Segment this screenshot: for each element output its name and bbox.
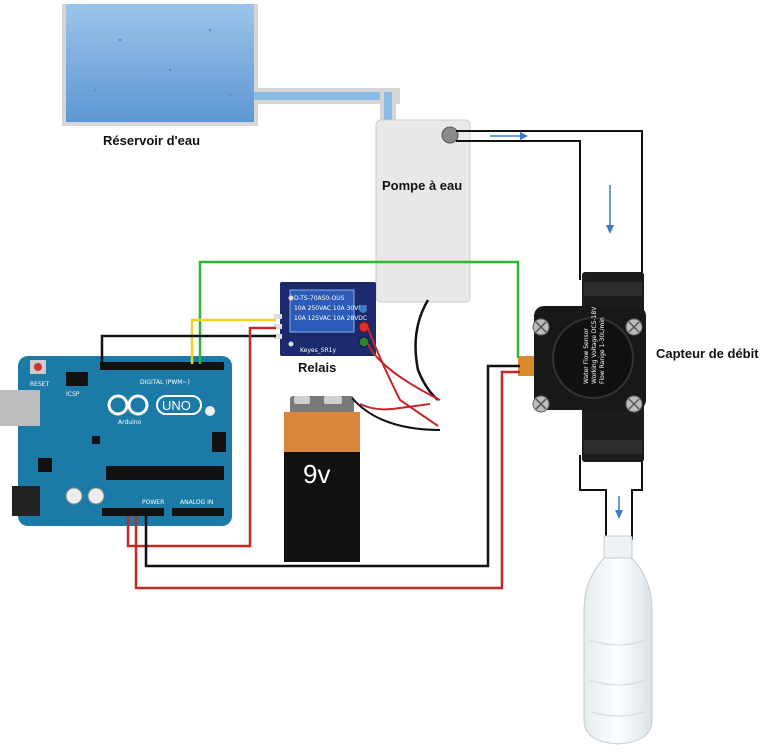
microcontroller-chip <box>106 466 224 480</box>
water-bottle <box>583 535 653 745</box>
battery-terminal <box>324 396 342 404</box>
wiring <box>100 260 520 590</box>
reservoir-water <box>66 4 254 122</box>
battery-body <box>284 452 360 562</box>
svg-text:Water Flow Sensor: Water Flow Sensor <box>583 328 590 384</box>
svg-text:DIGITAL (PWM~): DIGITAL (PWM~) <box>140 379 190 386</box>
sensor-screw <box>532 318 550 336</box>
svg-text:D-TS-70AS0-OUS: D-TS-70AS0-OUS <box>294 295 345 302</box>
svg-text:RESET: RESET <box>30 381 50 388</box>
capacitor <box>65 487 83 505</box>
battery-top <box>284 412 360 452</box>
flow-arrow-down <box>606 185 614 234</box>
svg-text:ICSP: ICSP <box>66 391 80 398</box>
svg-text:10A 125VAC 10A 28VDC: 10A 125VAC 10A 28VDC <box>294 315 367 322</box>
svg-text:ANALOG IN: ANALOG IN <box>180 499 213 506</box>
sensor-screw <box>625 318 643 336</box>
wire-black-relay <box>100 334 276 364</box>
water-tubing <box>456 130 643 540</box>
svg-text:UNO: UNO <box>162 398 191 413</box>
digital-header <box>100 362 224 370</box>
flow-arrow-down-lower <box>615 496 623 519</box>
svg-text:Keyes_SR1y: Keyes_SR1y <box>300 347 336 354</box>
water-pump: Pompe à eau <box>375 119 471 401</box>
pump-wire-black <box>414 299 439 401</box>
relay-module: D-TS-70AS0-OUS 10A 250VAC 10A 30VDC 10A … <box>274 282 376 375</box>
battery-9v: 9v <box>284 396 360 562</box>
wire-black-battery <box>351 397 441 431</box>
reset-button <box>34 363 42 371</box>
svg-text:Working Voltage DC5-18V: Working Voltage DC5-18V <box>591 306 598 384</box>
sensor-screw <box>625 395 643 413</box>
svg-text:POWER: POWER <box>142 499 164 506</box>
wire-red-relay <box>126 326 276 548</box>
pump-outlet <box>441 126 459 144</box>
svg-text:10A 250VAC 10A 30VDC: 10A 250VAC 10A 30VDC <box>294 305 367 312</box>
wire-red-battery <box>367 343 441 401</box>
arduino-logo: UNO Arduino <box>107 394 202 426</box>
wire-yellow <box>190 318 276 364</box>
analog-header <box>172 508 224 516</box>
wire-red-sensor <box>134 370 520 590</box>
battery-terminal <box>294 396 310 404</box>
flow-arrow-right <box>490 132 528 140</box>
capacitor <box>87 487 105 505</box>
usb-port <box>0 390 40 426</box>
pump-label: Pompe à eau <box>382 178 462 193</box>
wire-green <box>198 260 520 364</box>
wire-red-pump <box>367 327 439 427</box>
flow-sensor: Water Flow Sensor Working Voltage DC5-18… <box>518 272 759 462</box>
sensor-screw <box>532 395 550 413</box>
power-header <box>102 508 164 516</box>
relay-coil <box>289 289 355 333</box>
svg-text:Arduino: Arduino <box>118 419 142 426</box>
sensor-connector <box>518 356 534 376</box>
power-jack <box>12 486 40 516</box>
svg-text:Flow Range 1-30L/min: Flow Range 1-30L/min <box>599 317 606 384</box>
relay-label: Relais <box>298 360 336 375</box>
pump-inlet-pipe <box>384 92 392 138</box>
arduino-uno: RESET ICSP DIGITAL (PWM~) UNO Arduino PO… <box>0 356 232 526</box>
wire-black-sensor <box>144 364 520 568</box>
reservoir-label: Réservoir d'eau <box>103 133 200 148</box>
battery-label: 9v <box>303 459 330 489</box>
flow-sensor-label: Capteur de débit <box>656 346 759 361</box>
water-reservoir: Réservoir d'eau <box>62 4 400 148</box>
